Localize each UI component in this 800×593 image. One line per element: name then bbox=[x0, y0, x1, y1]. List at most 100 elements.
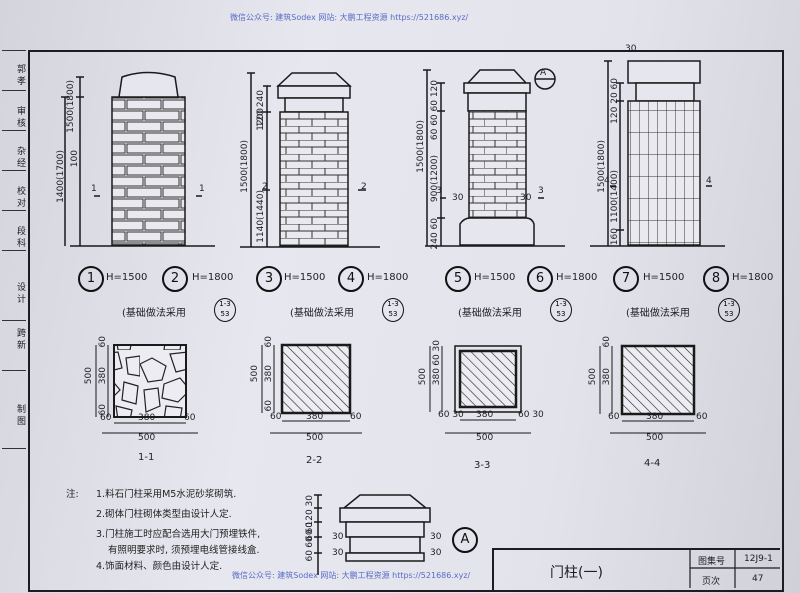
sec4-outer-h: 500 bbox=[646, 433, 664, 443]
marker-6: 6 bbox=[527, 266, 553, 292]
sec1-margin-right: 60 bbox=[184, 413, 196, 423]
cut-3-right: 3 bbox=[538, 186, 544, 196]
sec3-margin-top: 60 30 bbox=[432, 340, 442, 366]
note-3: 3.门柱施工时应配合选用大门预埋铁件, bbox=[96, 529, 261, 540]
dim-p3-base: 1200 bbox=[256, 108, 266, 131]
marker-2: 2 bbox=[162, 266, 188, 292]
sec3-inner-h: 380 bbox=[476, 410, 494, 420]
dim-p5-cap: 60 60 60 120 bbox=[430, 80, 440, 141]
side-label-0: 郭 孝 bbox=[15, 64, 25, 85]
dim-p1-shaft: 100 bbox=[70, 150, 80, 168]
dim-p7-base: 160 bbox=[610, 228, 620, 246]
cut-4-left: 4 bbox=[604, 176, 610, 186]
dim-p5-base: 240 60 bbox=[430, 218, 440, 250]
side-label-4: 段 科 bbox=[15, 226, 25, 247]
note-1: 1.料石门柱采用M5水泥砂浆砌筑. bbox=[96, 489, 237, 500]
dim-p7-cap: 120 20 60 bbox=[610, 78, 620, 124]
dim-p7-top: 30 bbox=[625, 44, 637, 54]
dim-p7-shaft: 1100(1400) bbox=[610, 170, 620, 223]
side-label-3: 校 对 bbox=[15, 186, 25, 207]
sec3-margin-right: 60 30 bbox=[518, 410, 544, 420]
sec4-margin-top: 60 bbox=[602, 336, 612, 348]
sec2-margin-left: 60 bbox=[270, 412, 282, 422]
sec2-label: 2-2 bbox=[306, 455, 323, 466]
note-3-cont: 有照明要求时, 须预埋电线管接线盒. bbox=[108, 545, 260, 556]
sec3-outer: 500 bbox=[418, 368, 428, 386]
sec4-margin-right: 60 bbox=[696, 412, 708, 422]
sec3-outer-h: 500 bbox=[476, 433, 494, 443]
sec3-margin-left: 60 30 bbox=[438, 410, 464, 420]
foundation-note-1: (基础做法采用 bbox=[122, 308, 186, 319]
foundation-ref-3: 1-3 53 bbox=[550, 298, 572, 322]
sec3-inner: 380 bbox=[432, 368, 442, 386]
marker-2-height: H=1800 bbox=[192, 272, 234, 283]
sec1-label: 1-1 bbox=[138, 452, 155, 463]
sec4-inner: 380 bbox=[602, 368, 612, 386]
drawing-title: 门柱(一) bbox=[550, 565, 603, 581]
notes-heading: 注: bbox=[66, 489, 79, 500]
sec1-margin-left: 60 bbox=[100, 413, 112, 423]
detail-offset-l1: 30 bbox=[332, 532, 344, 542]
marker-1: 1 bbox=[78, 266, 104, 292]
marker-4: 4 bbox=[338, 266, 364, 292]
marker-8-height: H=1800 bbox=[732, 272, 774, 283]
marker-7: 7 bbox=[613, 266, 639, 292]
sec1-inner: 380 bbox=[98, 367, 108, 385]
atlas-no-label: 图集号 bbox=[698, 557, 726, 567]
sec4-inner-h: 380 bbox=[646, 412, 664, 422]
sec2-margin-right: 60 bbox=[350, 412, 362, 422]
foundation-ref-2: 1-3 53 bbox=[382, 298, 404, 322]
sec4-outer: 500 bbox=[588, 368, 598, 386]
dim-p3-shaft: 1140(1440) bbox=[256, 190, 266, 243]
cut-1-left: 1 bbox=[91, 184, 97, 194]
detail-dim-low: 60 bbox=[305, 550, 315, 562]
watermark-top: 微信公众号: 建筑Sodex 网站: 大鹏工程资源 https://521686… bbox=[230, 13, 469, 22]
side-label-1: 审 核 bbox=[15, 106, 25, 127]
page-label: 页次 bbox=[702, 577, 721, 587]
detail-a-marker: A bbox=[540, 68, 547, 78]
foundation-note-2: (基础做法采用 bbox=[290, 308, 354, 319]
sec2-margin-bottom: 60 bbox=[264, 400, 274, 412]
side-label-2: 杂 经 bbox=[15, 146, 25, 167]
detail-dim-mid: 60 60 bbox=[305, 522, 315, 548]
marker-4-height: H=1800 bbox=[367, 272, 409, 283]
watermark-bottom: 微信公众号: 建筑Sodex 网站: 大鹏工程资源 https://521686… bbox=[232, 571, 471, 580]
marker-6-height: H=1800 bbox=[556, 272, 598, 283]
marker-1-height: H=1500 bbox=[106, 272, 148, 283]
dim-p3-total: 1500(1800) bbox=[240, 140, 250, 193]
sec4-margin-left: 60 bbox=[608, 412, 620, 422]
cut-4-right: 4 bbox=[706, 176, 712, 186]
detail-offset-r1: 30 bbox=[430, 532, 442, 542]
sec3-label: 3-3 bbox=[474, 460, 491, 471]
sec2-outer-h: 500 bbox=[306, 433, 324, 443]
foundation-note-3: (基础做法采用 bbox=[458, 308, 522, 319]
marker-5: 5 bbox=[445, 266, 471, 292]
foundation-note-4: (基础做法采用 bbox=[626, 308, 690, 319]
dim-p5-total: 1500(1800) bbox=[416, 120, 426, 173]
cut-3-left: 3 bbox=[436, 186, 442, 196]
sec1-margin-top: 60 bbox=[98, 336, 108, 348]
sec2-margin-top: 60 bbox=[264, 336, 274, 348]
dim-p1-cap: 1500(1800) bbox=[66, 80, 76, 133]
sec2-outer: 500 bbox=[250, 365, 260, 383]
drawing-frame bbox=[28, 50, 784, 592]
note-2: 2.砌体门柱砌体类型由设计人定. bbox=[96, 509, 232, 520]
title-block: 门柱(一) 图集号 12J9-1 页次 47 bbox=[492, 548, 780, 590]
sec1-inner-h: 380 bbox=[138, 413, 156, 423]
detail-offset-l2: 30 bbox=[332, 548, 344, 558]
dim-p5-offset-l: 30 bbox=[452, 193, 464, 203]
foundation-ref-1: 1-3 53 bbox=[214, 298, 236, 322]
sec4-label: 4-4 bbox=[644, 458, 661, 469]
sec2-inner-h: 380 bbox=[306, 412, 324, 422]
side-label-6: 跨 新 bbox=[15, 328, 25, 349]
sec1-outer: 500 bbox=[84, 367, 94, 385]
dim-p5-offset-r: 30 bbox=[520, 193, 532, 203]
marker-3: 3 bbox=[256, 266, 282, 292]
detail-offset-r2: 30 bbox=[430, 548, 442, 558]
marker-5-height: H=1500 bbox=[474, 272, 516, 283]
marker-7-height: H=1500 bbox=[643, 272, 685, 283]
cut-2-left: 2 bbox=[262, 182, 268, 192]
foundation-ref-4: 1-3 53 bbox=[718, 298, 740, 322]
marker-8: 8 bbox=[703, 266, 729, 292]
